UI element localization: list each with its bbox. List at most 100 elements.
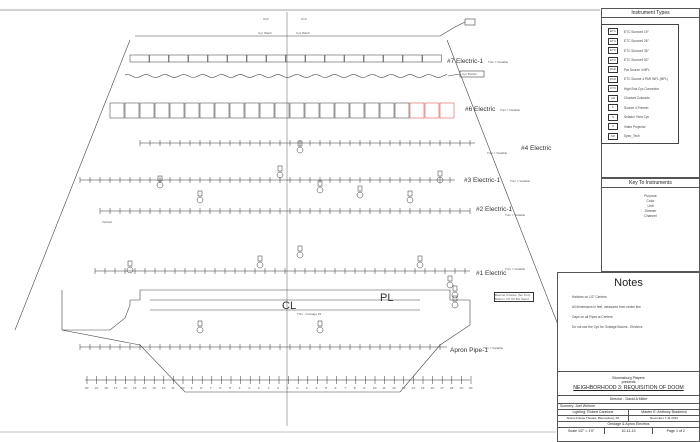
scale-number: 10' (181, 386, 185, 390)
scale-number: 3' (305, 386, 309, 390)
electric-6-unit (199, 102, 215, 119)
scale-number: 8' (200, 386, 203, 390)
instrument-icon (451, 291, 459, 299)
instrument-symbol-icon: S (608, 113, 618, 121)
scale-number: 20' (469, 386, 473, 390)
electric-label-7: #7 Electric-1 (447, 58, 484, 65)
scenery: Scenery: Joel Wehner (560, 404, 596, 408)
instrument-icon (316, 326, 324, 334)
instrument-symbol-icon: ETC (608, 56, 618, 64)
vertical-label: Vertical (102, 220, 112, 224)
instrument-icon (126, 266, 134, 274)
instrument-symbol-icon: CYC (608, 85, 618, 93)
instrument-icon (296, 251, 304, 259)
instrument-icon (416, 261, 424, 269)
key-item: Channel (644, 214, 657, 218)
trim-label: Trim = Variable (505, 213, 526, 217)
cyc-flag (464, 18, 476, 26)
scale-number: 5' (229, 386, 232, 390)
electric-6-unit (229, 102, 245, 119)
instrument-symbol-icon: F (608, 104, 618, 112)
date: 10-11-13 (605, 428, 653, 434)
plaster-line-symbol: PL (380, 292, 394, 304)
instrument-icon (257, 255, 263, 262)
scale-number: 13' (152, 386, 157, 390)
electric-label-1: #1 Electric (476, 270, 507, 277)
dates: November 7-11 2013 (650, 416, 678, 420)
scale-number: 7' (344, 386, 347, 390)
electric-6-unit (319, 102, 335, 119)
electric-6-unit (169, 102, 185, 119)
scale-number: 11' (382, 386, 387, 390)
electric-6-unit (154, 102, 170, 119)
scale-number: 4' (238, 386, 241, 390)
electric-6-unit (139, 102, 155, 119)
scale-number: 10' (373, 386, 377, 390)
scale-number: 12' (161, 386, 166, 390)
key-title: Key To Instruments (602, 179, 699, 188)
instrument-type-label: High End Cyc Connector (624, 86, 660, 91)
electric-6-unit (289, 102, 305, 119)
scale-number: 8' (353, 386, 357, 390)
unit-label: C12 (263, 17, 269, 21)
scale-number: 20' (85, 386, 89, 390)
scale-number: 1' (286, 386, 289, 390)
trim-label: Trim = Variable (505, 267, 526, 271)
scale-number: 3' (248, 386, 251, 390)
scale-number: 19' (94, 386, 99, 390)
electric-6-unit (334, 102, 350, 119)
scale-number: 0 (277, 386, 279, 390)
key-item: Dimmer (644, 209, 657, 213)
scale-number: 2' (257, 386, 261, 390)
instrument-icon (316, 186, 324, 194)
page-number: Page 1 of 2 (666, 429, 686, 433)
instrument-symbol-icon: PAR (608, 75, 618, 83)
cyc-light-unit (227, 54, 247, 63)
instrument-symbol-icon: PAR (608, 66, 618, 74)
cyc-light-unit (188, 54, 208, 63)
scale-number: 4' (315, 386, 318, 390)
cyc-light-unit (422, 54, 442, 63)
cyc-light-unit (383, 54, 403, 63)
instrument-icon (317, 320, 323, 327)
instrument-icon (277, 165, 283, 172)
electric-label-3: #3 Electric-1 (464, 177, 501, 184)
scale-number: 1' (267, 386, 270, 390)
electric-label-apron: Apron Pipe-1 (450, 347, 488, 354)
instrument-icon (197, 320, 203, 327)
cyc-light-unit (168, 54, 189, 63)
electric-6-unit (364, 102, 380, 119)
cyc-light-unit (266, 54, 286, 63)
instrument-type-item: CYC High End Cyc Connector (602, 84, 678, 94)
unit-purpose: Cyc Wash (258, 31, 272, 35)
scale-number: 17' (440, 386, 445, 390)
instrument-type-label: Selador Vivid Cyc (624, 115, 650, 120)
sheet-title: Onstage & Apron Electrics (607, 422, 650, 426)
instrument-types-title: Instrument Types (602, 9, 699, 18)
instrument-type-label: ETC Source4 26° (624, 39, 649, 44)
scale-number: 14' (411, 386, 416, 390)
electric-6-unit (379, 102, 395, 119)
instrument-icon (452, 295, 458, 302)
instrument-icon (452, 285, 458, 292)
director: Director - David A Miller (609, 397, 648, 401)
key-item: Purpose (644, 194, 657, 198)
cyc-light-unit (149, 54, 169, 63)
notes-title: Notes (614, 277, 643, 289)
instrument-symbol-icon: ETC (608, 28, 618, 36)
instrument-icon (356, 191, 364, 199)
venue: Alvina Krause Theatre, Bloomsburg, PA (558, 416, 629, 421)
cyc-light-unit (305, 54, 325, 63)
scale-number: 11' (171, 386, 176, 390)
note-item: Do not use the Cyc for Onstage Booms - E… (572, 325, 643, 329)
electric-label-6: #6 Electric (465, 106, 496, 113)
cyc-light-unit (344, 54, 364, 63)
unit-purpose: Cyc Wash (296, 31, 310, 35)
scale-number: 16' (430, 386, 435, 390)
cyc-light-unit (324, 54, 345, 63)
title-block: Bloomsburg Players presents NEIGHBORHOOD… (557, 371, 700, 442)
trim-label: Trim = Variable (500, 108, 521, 112)
